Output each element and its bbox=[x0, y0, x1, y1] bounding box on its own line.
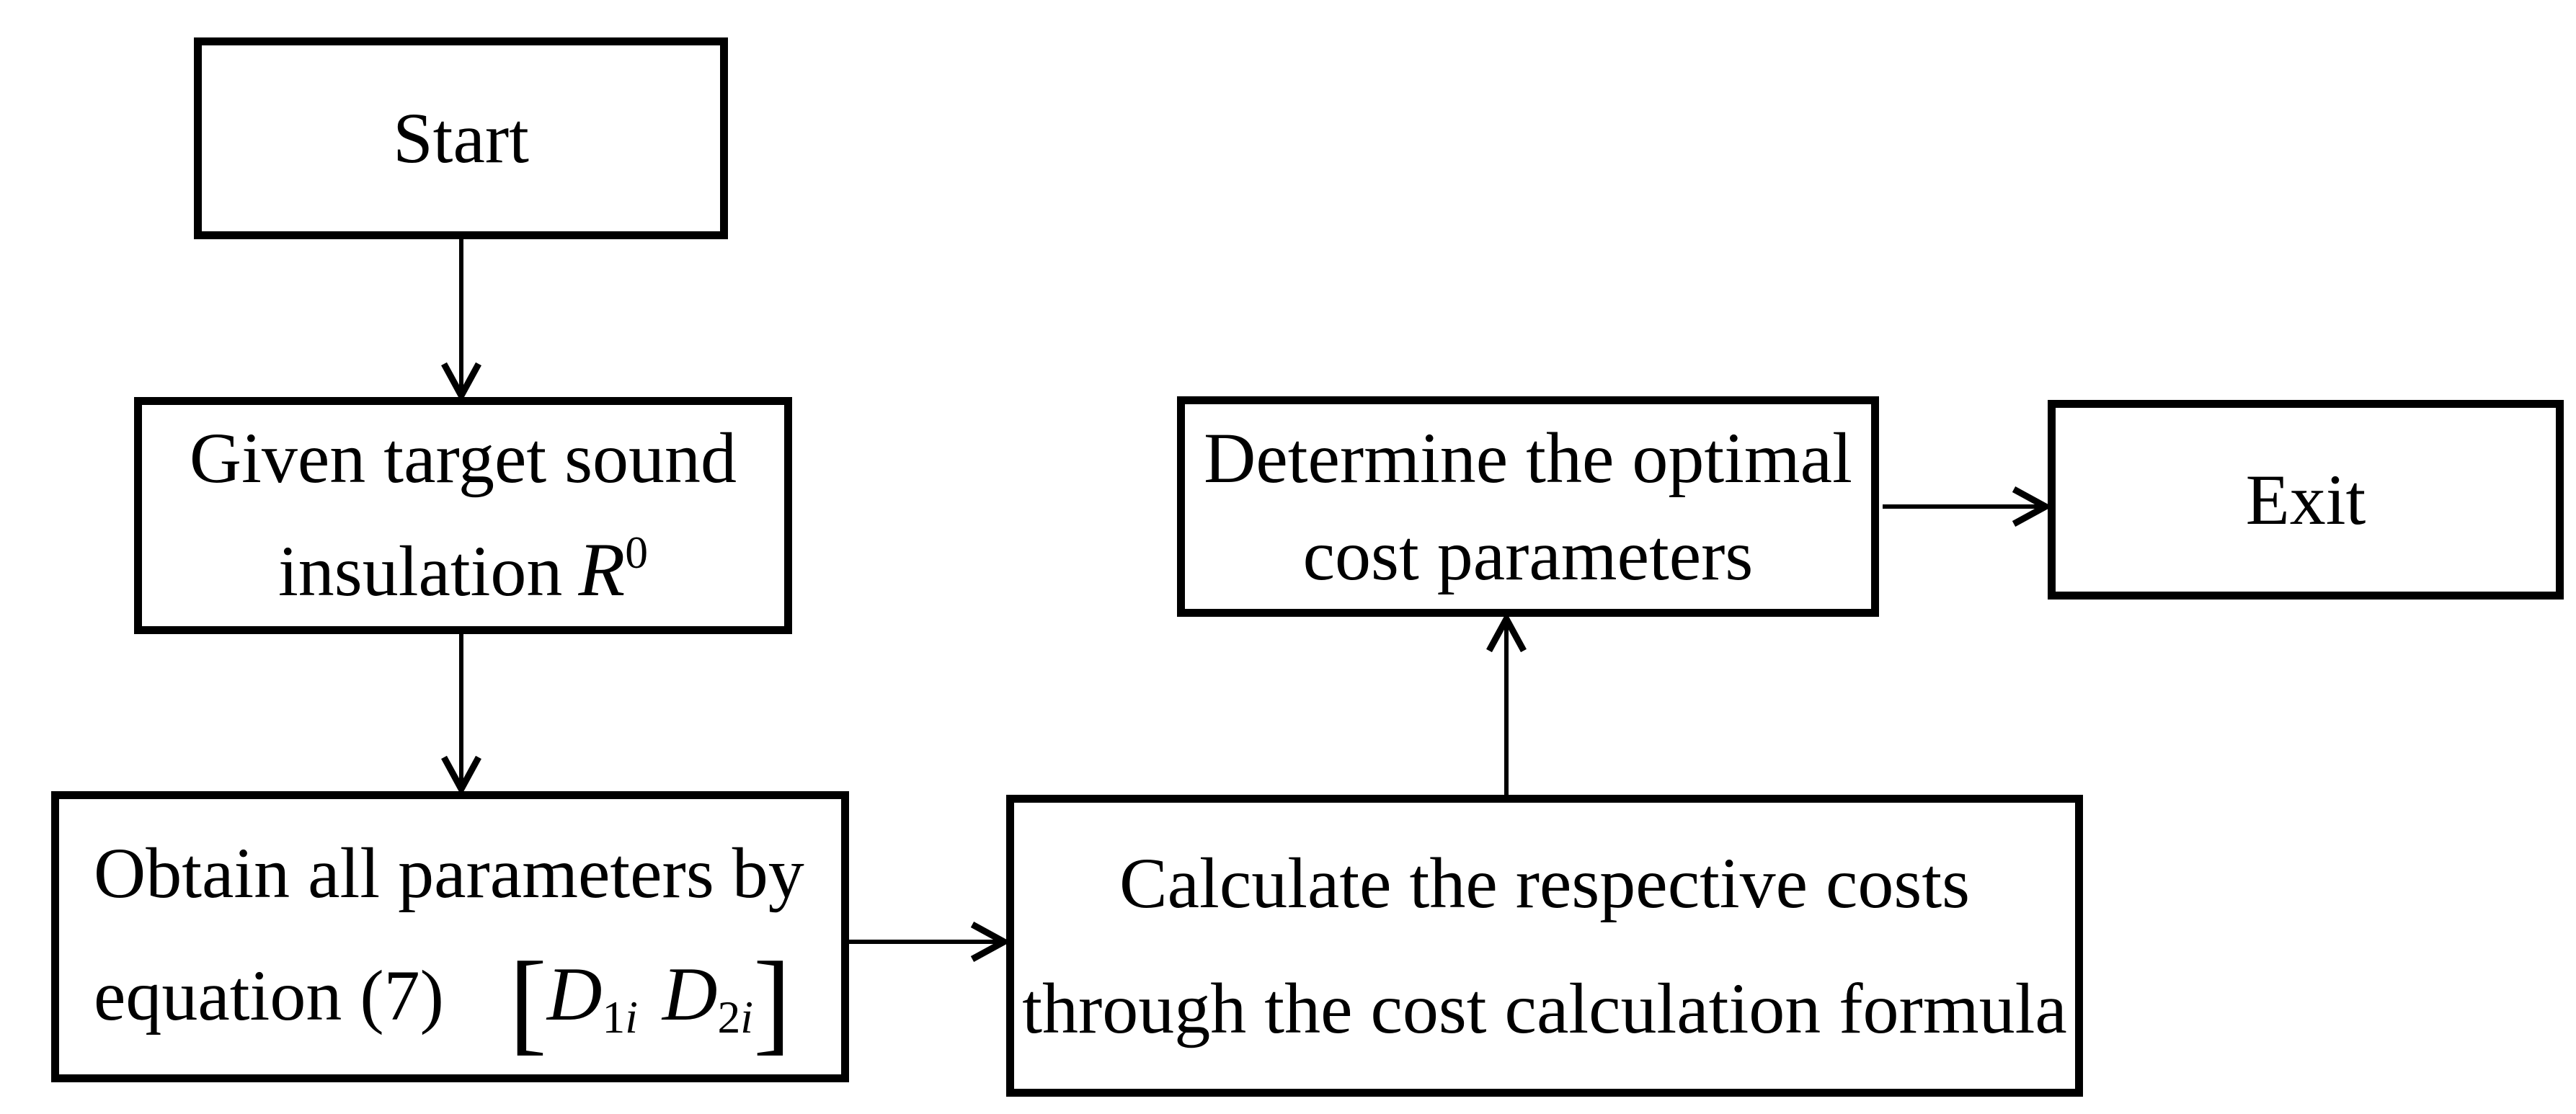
arrow-determine-to-exit bbox=[1883, 486, 2053, 527]
node-obtain-line2-text: equation (7) bbox=[94, 955, 444, 1035]
node-determine-line1: Determine the optimal bbox=[1204, 418, 1852, 498]
arrow-given-to-obtain bbox=[441, 634, 481, 796]
symbol-R: R bbox=[578, 527, 626, 612]
arrow-calculate-to-determine bbox=[1486, 612, 1527, 795]
node-obtain: Obtain all parameters by equation (7)[D1… bbox=[51, 791, 849, 1082]
bracket-close: ] bbox=[752, 938, 791, 1066]
arrow-obtain-to-calculate bbox=[849, 922, 1011, 962]
node-determine: Determine the optimal cost parameters bbox=[1177, 396, 1879, 617]
subscript-var-i: i bbox=[625, 991, 638, 1043]
symbol-D2-subscript: 2i bbox=[717, 992, 752, 1043]
node-given-line1: Given target sound bbox=[189, 418, 737, 498]
node-start-label: Start bbox=[393, 98, 529, 178]
subscript-var-i: i bbox=[740, 991, 753, 1043]
formula-r0: R0 bbox=[578, 527, 648, 612]
subscript-num-1: 1 bbox=[602, 991, 626, 1043]
node-calculate-line1: Calculate the respective costs bbox=[1119, 843, 1971, 923]
node-obtain-line1: Obtain all parameters by bbox=[94, 832, 804, 913]
node-given-line2-text: insulation bbox=[278, 531, 563, 611]
node-calculate: Calculate the respective costs through t… bbox=[1006, 795, 2083, 1097]
symbol-D2: D bbox=[662, 951, 718, 1036]
bracket-open: [ bbox=[508, 938, 547, 1066]
symbol-D1-subscript: 1i bbox=[602, 992, 637, 1043]
arrow-start-to-given bbox=[441, 239, 481, 403]
symbol-D1: D bbox=[546, 951, 603, 1036]
node-start: Start bbox=[194, 37, 728, 239]
node-exit: Exit bbox=[2048, 400, 2564, 600]
node-determine-line2: cost parameters bbox=[1302, 515, 1754, 595]
node-calculate-line2: through the cost calculation formula bbox=[1022, 968, 2067, 1048]
symbol-R-superscript: 0 bbox=[625, 526, 648, 578]
subscript-num-2: 2 bbox=[717, 991, 741, 1043]
node-exit-label: Exit bbox=[2245, 459, 2366, 540]
